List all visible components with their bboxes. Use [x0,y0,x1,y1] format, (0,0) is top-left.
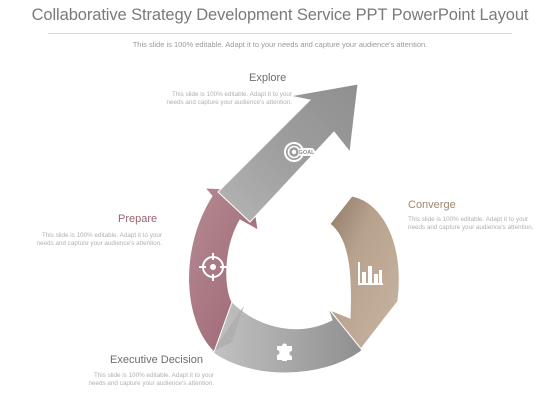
explore-label: Explore [249,72,287,84]
prepare-description: This slide is 100% editable. Adapt it to… [36,232,162,247]
executive-decision-segment [211,299,363,374]
slide-subtitle: This slide is 100% editable. Adapt it to… [132,40,428,49]
executive-decision-label: Executive Decision [110,354,203,366]
executive-decision-description: This slide is 100% editable. Adapt it to… [88,372,214,387]
goal-icon-text: GOAL [299,150,316,156]
goal-target-icon: GOAL [284,142,316,162]
prepare-label: Prepare [118,213,158,225]
slide-title: Collaborative Strategy Development Servi… [31,6,529,24]
converge-description: This slide is 100% editable. Adapt it to… [408,216,534,231]
bar-chart-icon [358,262,383,285]
puzzle-piece-icon [277,343,292,361]
crosshair-icon [199,253,227,281]
title-divider [48,33,512,34]
explore-description: This slide is 100% editable. Adapt it to… [166,91,292,106]
converge-label: Converge [408,199,456,211]
